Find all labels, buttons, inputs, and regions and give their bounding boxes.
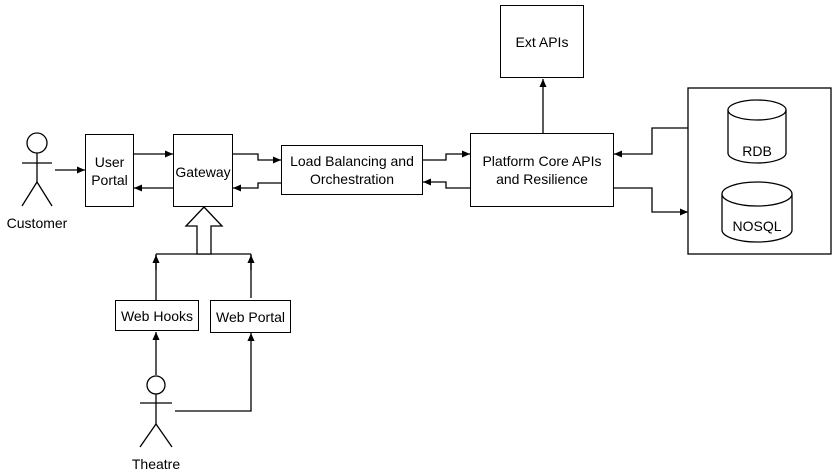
hollow-arrow-to-gateway — [184, 206, 224, 255]
theatre-label: Theatre — [131, 456, 181, 472]
gateway-node: Gateway — [173, 134, 233, 207]
edge-databases-to-platform-core — [614, 127, 688, 158]
rdb-label: RDB — [742, 143, 772, 159]
platform-core-node: Platform Core APIs and Resilience — [470, 133, 614, 207]
edge-gateway-to-load-balancing — [233, 153, 281, 164]
customer-actor-icon — [21, 132, 53, 207]
web-portal-node: Web Portal — [210, 300, 291, 333]
edge-load-balancing-to-gateway — [233, 182, 281, 192]
edge-web-clients-to-gateway — [152, 253, 255, 300]
customer-label: Customer — [6, 215, 68, 231]
rdb-cylinder-icon — [727, 99, 787, 164]
web-hooks-node: Web Hooks — [115, 300, 199, 331]
edge-platform-core-to-load-balancing — [423, 178, 470, 189]
edge-load-balancing-to-platform-core — [423, 150, 470, 161]
theatre-actor-icon — [139, 375, 173, 448]
ext-apis-node: Ext APIs — [500, 5, 584, 78]
nosql-label: NOSQL — [732, 218, 782, 234]
load-balancing-node: Load Balancing and Orchestration — [281, 145, 423, 195]
edge-platform-core-to-databases — [614, 187, 688, 216]
edge-theatre-to-web-portal — [175, 333, 255, 412]
nosql-cylinder-icon — [721, 181, 793, 243]
user-portal-node: User Portal — [85, 134, 134, 207]
